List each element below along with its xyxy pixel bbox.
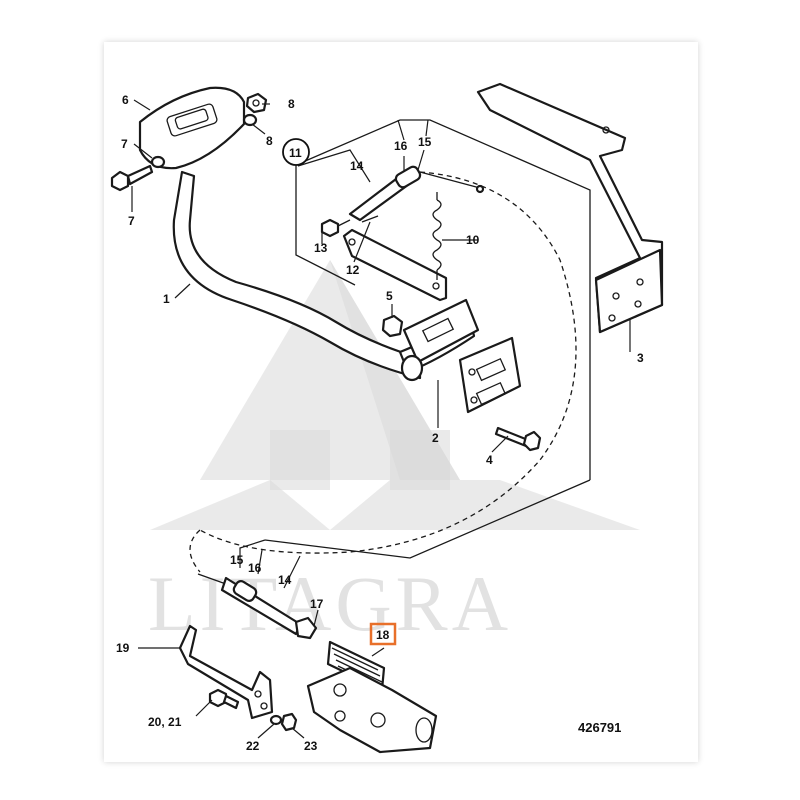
callout-13: 13 xyxy=(314,241,328,255)
callout-22: 22 xyxy=(246,739,260,753)
part-23-nut xyxy=(280,712,298,732)
callout-1: 1 xyxy=(163,292,170,306)
valve-body xyxy=(306,666,438,754)
callout-9: 8 xyxy=(288,97,295,111)
callout-15-bottom: 15 xyxy=(230,553,244,567)
part-bracket-upper xyxy=(342,228,448,302)
callout-8-left: 7 xyxy=(121,137,128,151)
part-8-washer-top xyxy=(242,113,258,127)
callout-3: 3 xyxy=(637,351,644,365)
watermark-text: LITAGRA xyxy=(148,560,512,647)
callout-labels: 6 8 8 7 7 1 11 14 16 15 10 13 12 5 3 2 4… xyxy=(116,93,644,753)
callout-15-top: 15 xyxy=(418,135,432,149)
part-12-pin xyxy=(361,215,379,223)
callout-12: 12 xyxy=(346,263,360,277)
callout-6: 6 xyxy=(122,93,129,107)
callout-14-bottom: 14 xyxy=(278,573,292,587)
callout-7: 7 xyxy=(128,214,135,228)
callout-8-top: 8 xyxy=(266,134,273,148)
part-19-bracket xyxy=(178,624,274,720)
cable-lower-end xyxy=(197,573,318,640)
part-22-washer xyxy=(269,714,283,726)
callout-20-21: 20, 21 xyxy=(148,715,182,729)
callout-11: 11 xyxy=(289,146,302,160)
callout-11-circle xyxy=(282,138,310,166)
callout-19: 19 xyxy=(116,641,130,655)
callout-10: 10 xyxy=(466,233,480,247)
callout-17: 17 xyxy=(310,597,324,611)
callout-2: 2 xyxy=(432,431,439,445)
leader-lines xyxy=(131,99,631,739)
part-2-plate-assembly xyxy=(400,298,522,414)
part-10-spring xyxy=(432,192,442,280)
callout-23: 23 xyxy=(304,739,318,753)
frame-line-bottom xyxy=(264,479,591,559)
part-7-bolt xyxy=(110,164,154,192)
callout-16-bottom: 16 xyxy=(248,561,262,575)
diagram-frame: LITAGRA xyxy=(104,42,698,762)
document-number: 426791 xyxy=(578,720,621,735)
part-9-nut xyxy=(245,92,268,114)
callout-18: 18 xyxy=(376,628,390,642)
callout-14-top: 14 xyxy=(350,159,364,173)
parts-diagram: LITAGRA xyxy=(110,82,664,754)
frame-line-left xyxy=(295,165,356,286)
highlight-part-18 xyxy=(369,622,397,646)
callout-4: 4 xyxy=(486,453,493,467)
part-4-bolt xyxy=(494,426,542,452)
part-3-bracket xyxy=(476,82,664,334)
frame-line-top xyxy=(295,119,591,480)
part-8-washer-left xyxy=(150,155,166,169)
callout-16-top: 16 xyxy=(394,139,408,153)
cable-route-lower xyxy=(189,529,201,573)
part-20-21-bolt xyxy=(208,688,240,710)
callout-5: 5 xyxy=(386,289,393,303)
part-6-pedal-pad xyxy=(138,86,246,170)
cable-upper-end xyxy=(348,165,485,222)
part-5-nut xyxy=(381,314,404,338)
